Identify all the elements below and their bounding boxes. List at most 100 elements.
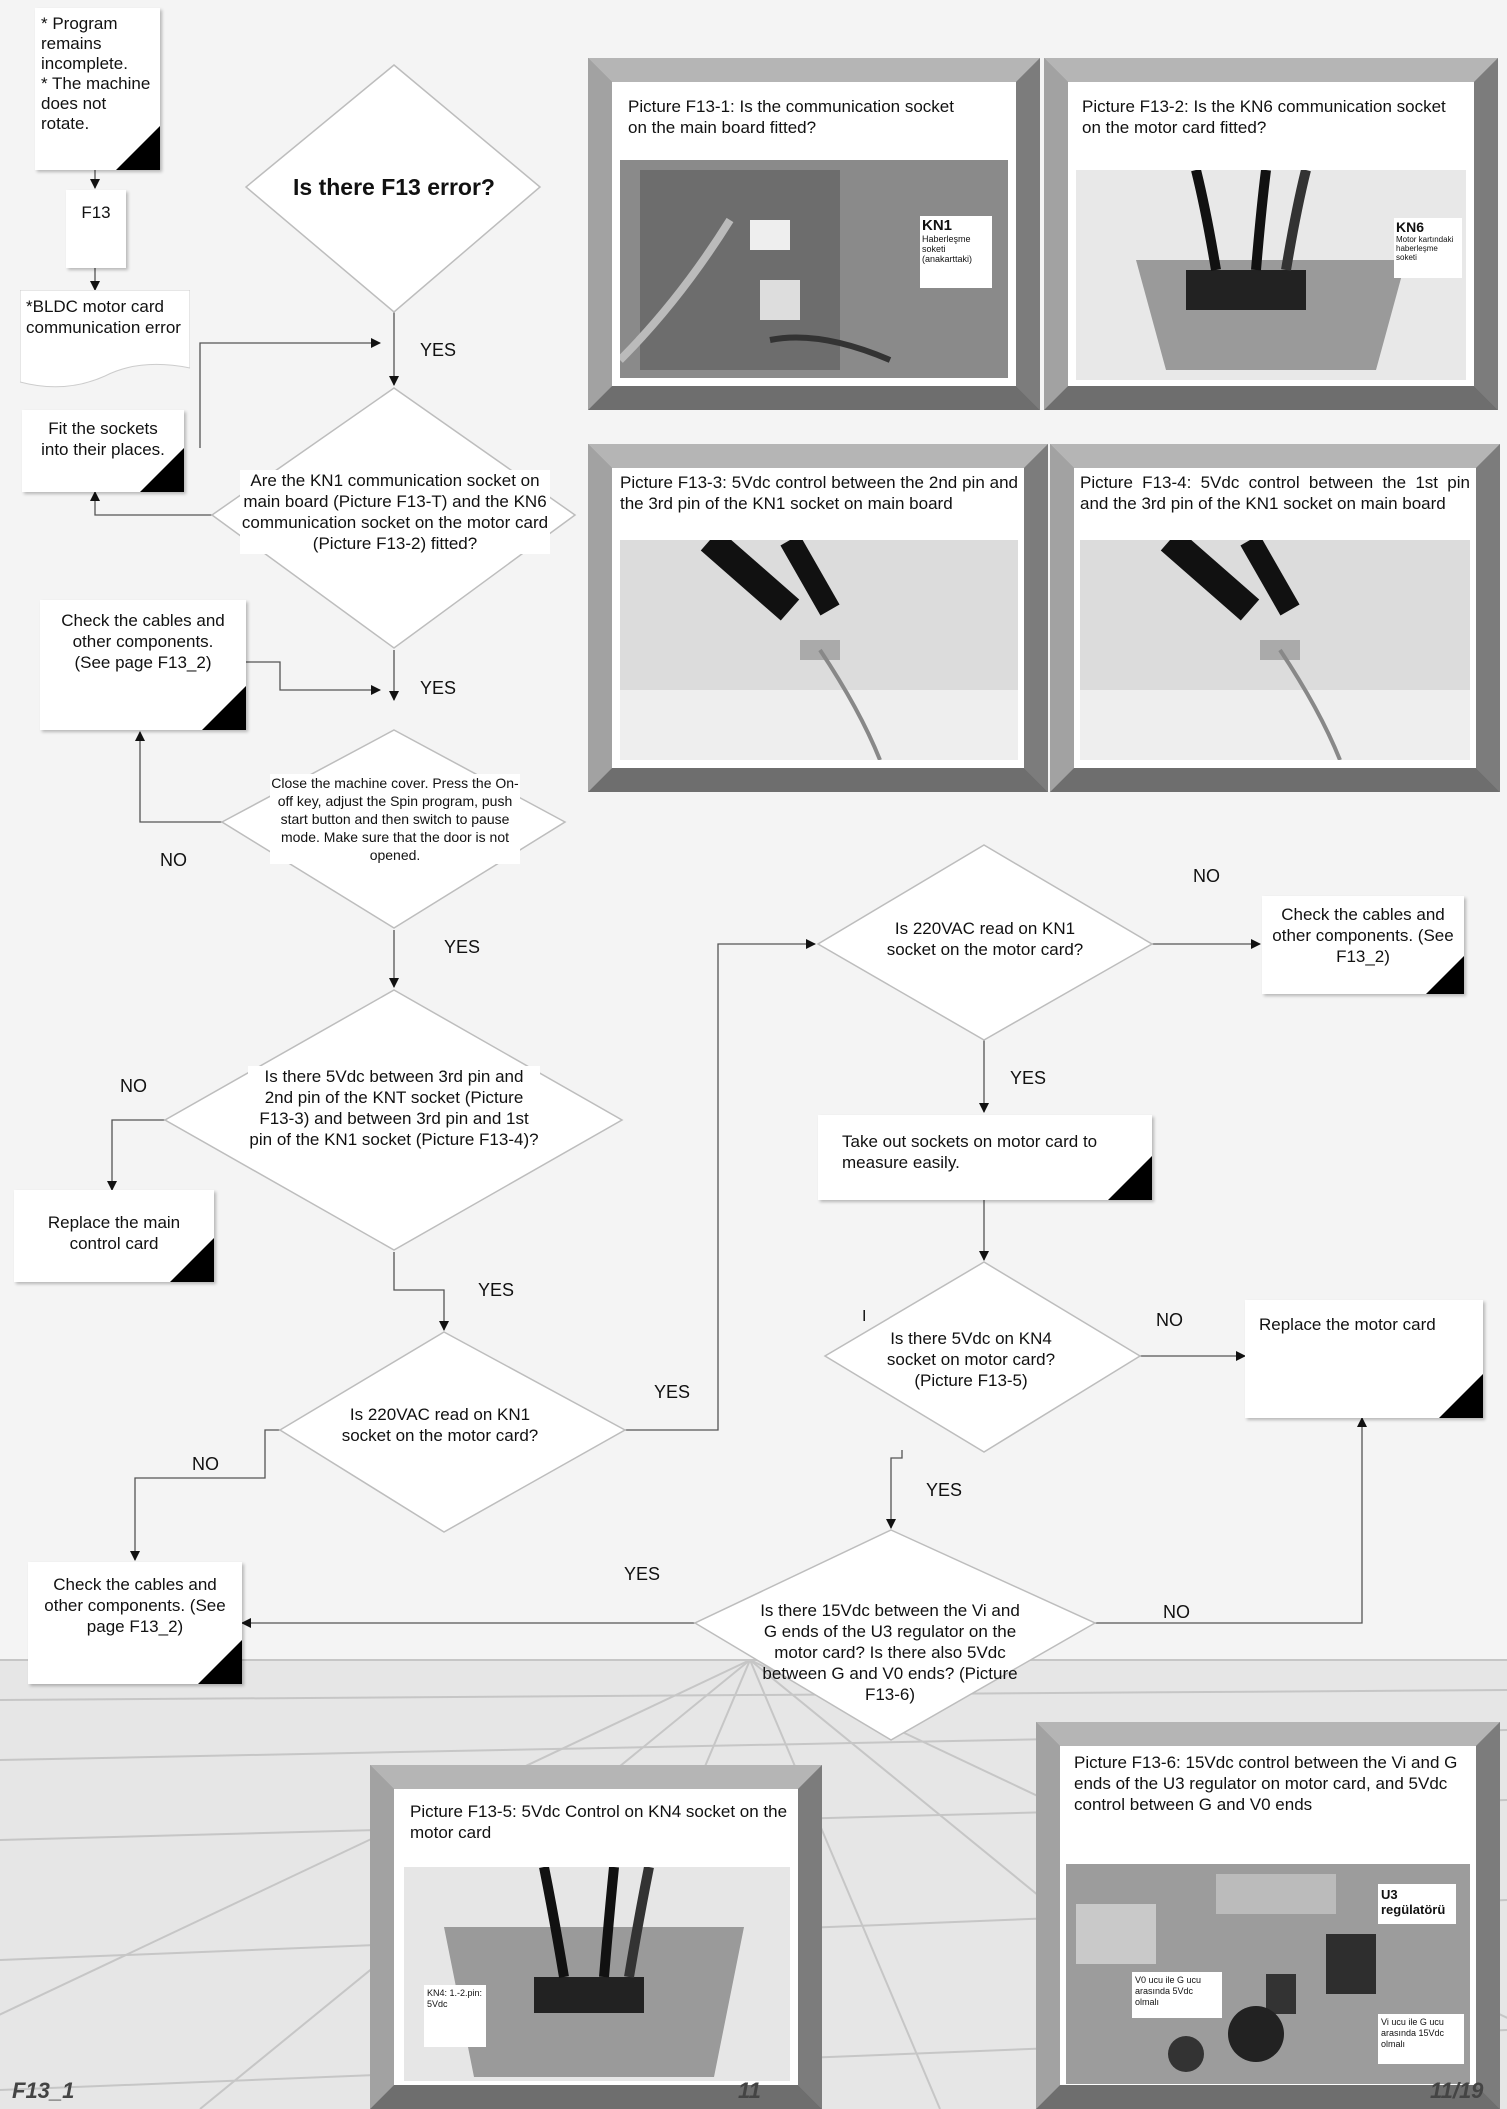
- picture-frame-f13-5: Picture F13-5: 5Vdc Control on KN4 socke…: [370, 1765, 822, 2109]
- kn1-tag: KN1 Haberleşme soketi (anakarttaki): [920, 216, 992, 288]
- fit-sockets-text: Fit the sockets into their places.: [41, 419, 165, 459]
- check-cables-1-text: Check the cables and other components. (…: [61, 611, 225, 672]
- photo-kn1-1st-3rd-pin: [1080, 540, 1470, 760]
- frame-bevel: [1050, 444, 1500, 792]
- v0-tag: V0 ucu ile G ucu arasında 5Vdc olmalı: [1132, 1972, 1222, 2018]
- check-cables-left-text: Check the cables and other components. (…: [44, 1575, 226, 1636]
- frame-bevel: [370, 1765, 822, 2109]
- picture-frame-f13-4: Picture F13-4: 5Vdc control between the …: [1050, 444, 1500, 792]
- page-fold-corner: [170, 1238, 214, 1282]
- diamond-kn4: [823, 1261, 1142, 1453]
- picture-frame-f13-1: Picture F13-1: Is the communication sock…: [588, 58, 1040, 410]
- frame-inner: Picture F13-2: Is the KN6 communication …: [1068, 82, 1474, 386]
- yes-label: YES: [420, 340, 457, 360]
- photo-kn1-2nd-3rd-pin: [620, 540, 1018, 760]
- footer-page-number: 11: [738, 2078, 761, 2103]
- footer-page-id: F13_1: [12, 2078, 75, 2103]
- photo-illustration: [1080, 540, 1470, 760]
- diamond-220-left: [278, 1331, 627, 1533]
- close-cover-text: Close the machine cover. Press the On-of…: [270, 774, 520, 864]
- no-label: NO: [1193, 866, 1220, 886]
- frame-inner: Picture F13-4: 5Vdc control between the …: [1074, 468, 1476, 768]
- kn6-tag: KN6 Motor kartındaki haberleşme soketi: [1394, 218, 1462, 278]
- frame-inner: Picture F13-1: Is the communication sock…: [612, 82, 1016, 386]
- picture-caption: Picture F13-6: 15Vdc control between the…: [1074, 1753, 1458, 1814]
- fit-sockets-box: Fit the sockets into their places.: [22, 410, 184, 492]
- stray-mark: I: [862, 1308, 867, 1325]
- replace-main-box: Replace the main control card: [14, 1190, 214, 1282]
- page-fold-corner: [202, 686, 246, 730]
- kn6-tag-text: Motor kartındaki haberleşme soketi: [1396, 235, 1454, 262]
- frame-bevel: [1036, 1722, 1500, 2109]
- error-code: F13: [81, 203, 111, 222]
- frame-bevel: [1044, 58, 1498, 410]
- check-cables-right-box: Check the cables and other components. (…: [1262, 896, 1464, 994]
- q-5vdc-main-text: Is there 5Vdc between 3rd pin and 2nd pi…: [248, 1066, 540, 1150]
- picture-frame-f13-2: Picture F13-2: Is the KN6 communication …: [1044, 58, 1498, 410]
- no-label: NO: [1163, 1602, 1190, 1622]
- photo-illustration: [620, 160, 1008, 378]
- photo-u3-regulator: U3 regülatörü V0 ucu ile G ucu arasında …: [1066, 1864, 1470, 2084]
- yes-label: YES: [926, 1480, 963, 1500]
- kn1-tag-text: Haberleşme soketi (anakarttaki): [922, 234, 973, 264]
- no-label: NO: [1156, 1310, 1183, 1330]
- symptoms-text: * Program remains incomplete. * The mach…: [41, 14, 151, 133]
- q-220-right-text: Is 220VAC read on KN1 socket on the moto…: [886, 919, 1084, 959]
- frame-inner: Picture F13-6: 15Vdc control between the…: [1060, 1746, 1476, 2085]
- check-cables-left-box: Check the cables and other components. (…: [28, 1562, 242, 1684]
- photo-motor-card-socket: KN6 Motor kartındaki haberleşme soketi: [1076, 170, 1466, 380]
- yes-label: YES: [1010, 1068, 1047, 1088]
- photo-illustration: [404, 1867, 790, 2081]
- picture-caption: Picture F13-2: Is the KN6 communication …: [1082, 97, 1446, 137]
- yes-label: YES: [420, 678, 457, 698]
- picture-caption: Picture F13-4: 5Vdc control between the …: [1080, 473, 1470, 513]
- kn6-tag-title: KN6: [1396, 219, 1425, 235]
- no-label: NO: [160, 850, 187, 870]
- diamond-220-right: [816, 844, 1154, 1041]
- kn1-tag-title: KN1: [922, 217, 953, 234]
- replace-motor-box: Replace the motor card: [1245, 1300, 1483, 1418]
- q-sockets-text: Are the KN1 communication socket on main…: [240, 470, 550, 554]
- error-desc-text: *BLDC motor card communication error: [26, 297, 181, 337]
- diamond-15vdc: [693, 1529, 1097, 1741]
- picture-frame-f13-3: Picture F13-3: 5Vdc control between the …: [588, 444, 1048, 792]
- photo-illustration: [1076, 170, 1466, 380]
- picture-caption: Picture F13-1: Is the communication sock…: [628, 97, 954, 137]
- picture-frame-f13-6: Picture F13-6: 15Vdc control between the…: [1036, 1722, 1500, 2109]
- yes-label: YES: [444, 937, 481, 957]
- picture-caption: Picture F13-3: 5Vdc control between the …: [620, 473, 1018, 513]
- yes-label: YES: [478, 1280, 515, 1300]
- frame-inner: Picture F13-5: 5Vdc Control on KN4 socke…: [394, 1789, 798, 2085]
- no-label: NO: [192, 1454, 219, 1474]
- frame-bevel: [588, 444, 1048, 792]
- footer-page-count: 11/19: [1430, 2078, 1484, 2103]
- photo-kn4-socket: KN4: 1.-2.pin: 5Vdc: [404, 1867, 790, 2081]
- page-fold-corner: [1108, 1156, 1152, 1200]
- check-cables-1-box: Check the cables and other components. (…: [40, 600, 246, 730]
- picture-caption: Picture F13-5: 5Vdc Control on KN4 socke…: [410, 1802, 788, 1842]
- page-fold-corner: [1426, 956, 1464, 994]
- q-220-left-text: Is 220VAC read on KN1 socket on the moto…: [341, 1405, 539, 1445]
- page-fold-corner: [140, 448, 184, 492]
- frame-bevel: [588, 58, 1040, 410]
- replace-motor-text: Replace the motor card: [1259, 1315, 1436, 1334]
- yes-label: YES: [654, 1382, 691, 1402]
- error-code-box: F13: [66, 190, 126, 268]
- vi-tag: Vi ucu ile G ucu arasında 15Vdc olmalı: [1378, 2014, 1464, 2064]
- no-label: NO: [120, 1076, 147, 1096]
- photo-illustration: [620, 540, 1018, 760]
- yes-label: YES: [624, 1564, 661, 1584]
- diamond-f13: [244, 64, 542, 313]
- photo-main-board-socket: KN1 Haberleşme soketi (anakarttaki): [620, 160, 1008, 378]
- take-out-box: Take out sockets on motor card to measur…: [818, 1115, 1152, 1200]
- error-desc-shape: [20, 290, 190, 388]
- page-fold-corner: [198, 1640, 242, 1684]
- page-fold-corner: [1439, 1374, 1483, 1418]
- kn4-tag: KN4: 1.-2.pin: 5Vdc: [424, 1985, 486, 2047]
- q-kn4-text: Is there 5Vdc on KN4 socket on motor car…: [886, 1329, 1056, 1390]
- q-f13-text: Is there F13 error?: [293, 174, 495, 200]
- check-cables-right-text: Check the cables and other components. (…: [1272, 905, 1454, 966]
- take-out-text: Take out sockets on motor card to measur…: [842, 1132, 1098, 1172]
- symptoms-box: * Program remains incomplete. * The mach…: [35, 8, 160, 170]
